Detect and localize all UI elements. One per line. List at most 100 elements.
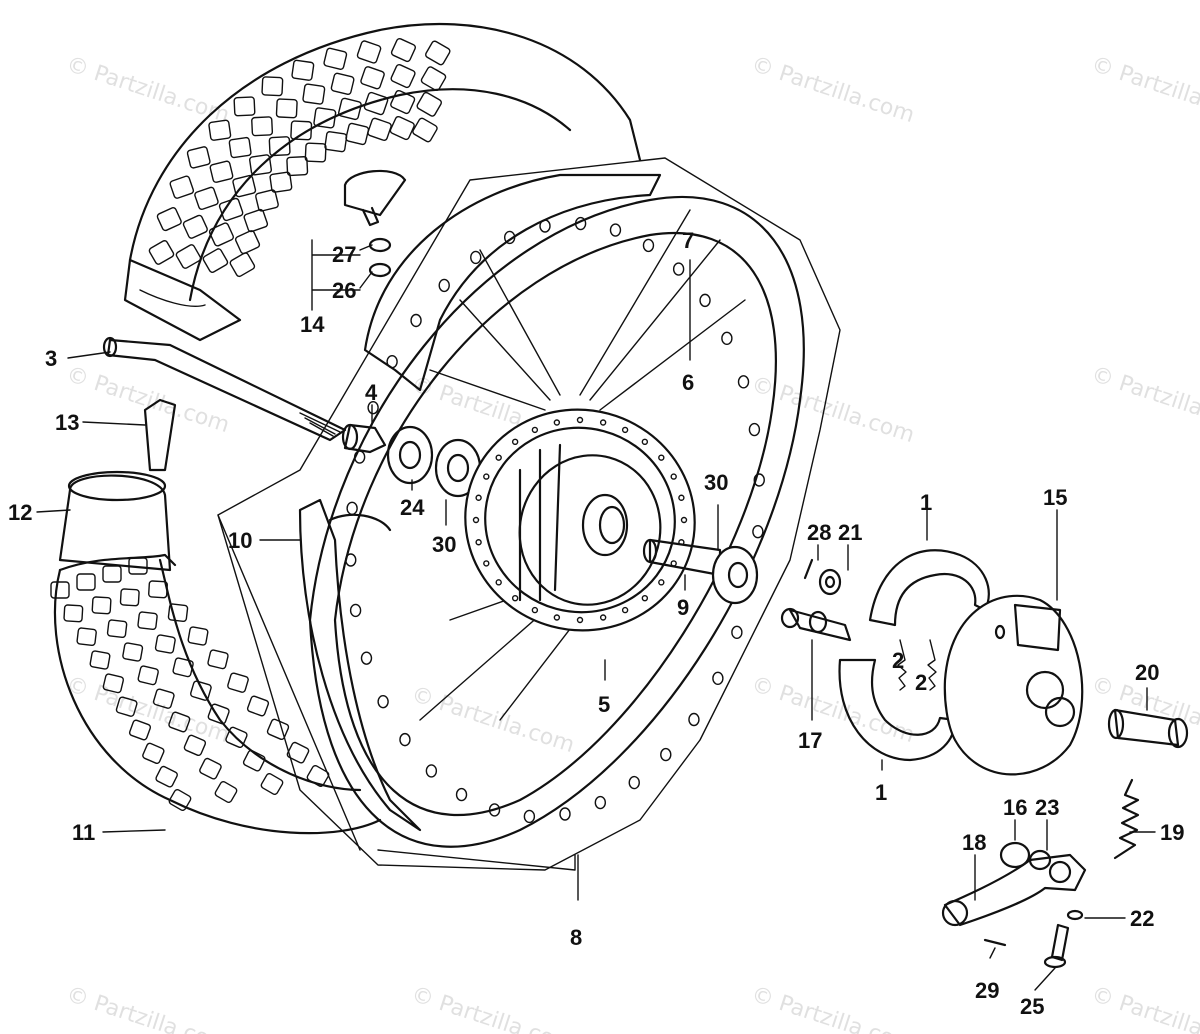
part-label-20: 20 <box>1135 660 1159 685</box>
lock-washer <box>1028 849 1052 871</box>
part-label-29: 29 <box>975 978 999 1003</box>
rim-hole <box>455 787 468 802</box>
tire-knob <box>156 207 182 232</box>
part-label-28: 28 <box>807 520 831 545</box>
tire-knob <box>345 122 370 146</box>
leader-lines <box>36 239 1156 991</box>
part-label-9: 9 <box>677 595 689 620</box>
tire-knob <box>425 40 451 66</box>
rim-hole <box>377 694 389 709</box>
tire-knob <box>363 91 389 116</box>
part-label-14: 14 <box>300 312 325 337</box>
tire-knob <box>168 711 191 733</box>
hub-spoke-hole <box>621 606 629 614</box>
rim-strip-upper <box>363 173 662 392</box>
part-label-5: 5 <box>598 692 610 717</box>
hub-spoke-hole <box>475 539 482 546</box>
hub-spoke-hole <box>658 579 665 586</box>
rim-hole <box>699 293 711 308</box>
tire-knob <box>330 72 355 96</box>
hub-spoke-hole <box>621 426 629 434</box>
tire-knob <box>261 76 284 97</box>
part-label-13: 13 <box>55 410 79 435</box>
rim-hole <box>688 712 700 727</box>
rim-hole <box>672 262 685 276</box>
hub-spoke-hole <box>599 614 607 621</box>
part-label-17: 17 <box>798 728 822 753</box>
tire-knob <box>167 603 189 623</box>
brake-panel <box>943 594 1084 776</box>
tire-knob <box>91 596 112 615</box>
tire-knob <box>154 634 176 654</box>
rim-hole <box>748 422 761 437</box>
tire-knob <box>106 619 128 639</box>
axle <box>102 336 347 442</box>
hub-spoke-hole <box>658 454 665 461</box>
tire-knob <box>119 588 140 607</box>
watermark: © Partzilla.com <box>1088 52 1200 128</box>
tire-knob <box>76 627 97 647</box>
rim-hole <box>752 524 764 539</box>
hub-spoke-hole <box>531 606 539 614</box>
hub-spoke-hole <box>553 614 561 621</box>
rim-hole <box>712 671 724 686</box>
tire-knob <box>269 171 293 193</box>
tire-knob <box>233 96 256 117</box>
tire-knob <box>225 726 248 749</box>
tire-upper-section <box>123 22 642 342</box>
tire-knob <box>202 248 229 273</box>
axle-collar <box>1107 708 1189 749</box>
tire-knob <box>390 37 417 63</box>
tire-knob <box>243 208 269 233</box>
part-label-26: 26 <box>332 278 356 303</box>
tire-knob <box>128 557 148 575</box>
tire-knob <box>227 672 249 693</box>
hub-spoke-hole <box>553 419 561 426</box>
tire-knob <box>313 107 337 129</box>
part-label-4: 4 <box>365 380 378 405</box>
watermark: © Partzilla.com <box>408 682 577 758</box>
tire-knob <box>63 604 84 623</box>
tire-knob <box>356 40 382 64</box>
tire-knob <box>232 174 257 198</box>
watermark: © Partzilla.com <box>748 372 917 448</box>
rim-hole <box>399 732 411 747</box>
rim-hole <box>628 775 640 790</box>
tire-knob <box>420 66 447 92</box>
hub-spoke-hole <box>511 438 519 446</box>
tire-lower-section <box>50 553 382 835</box>
rim-hole <box>346 501 358 516</box>
tire-knob <box>291 59 315 81</box>
part-label-30a: 30 <box>432 532 456 557</box>
tire-knob <box>102 673 125 694</box>
tire-knob <box>234 230 261 255</box>
tire-knob <box>155 765 178 788</box>
tire-knob <box>50 581 70 599</box>
rim-hole <box>367 400 379 415</box>
hub-spoke-hole <box>599 419 607 426</box>
part-label-25: 25 <box>1020 994 1044 1019</box>
hub-spoke-hole <box>680 516 688 524</box>
tire-knob <box>268 136 291 157</box>
rim-hole <box>594 795 607 810</box>
tire-knob <box>152 688 175 709</box>
tire-knob <box>122 642 144 662</box>
bearing-left <box>386 425 434 485</box>
tire-knob <box>389 115 415 141</box>
rim-hole <box>488 803 501 817</box>
rim-hole <box>523 809 536 824</box>
rim-hole <box>753 473 765 487</box>
part-label-2b: 2 <box>915 670 927 695</box>
tire-knob <box>208 119 232 141</box>
tire-knob <box>367 117 392 141</box>
hub-spoke-hole <box>472 516 480 524</box>
tire-knob <box>182 214 208 239</box>
rim-hole <box>425 764 438 778</box>
rim-hole <box>731 625 743 640</box>
part-label-22: 22 <box>1130 906 1154 931</box>
plain-washer <box>1066 909 1084 921</box>
part-label-10: 10 <box>228 528 252 553</box>
watermark: © Partzilla.com <box>63 362 232 438</box>
tire-knob <box>228 136 252 159</box>
